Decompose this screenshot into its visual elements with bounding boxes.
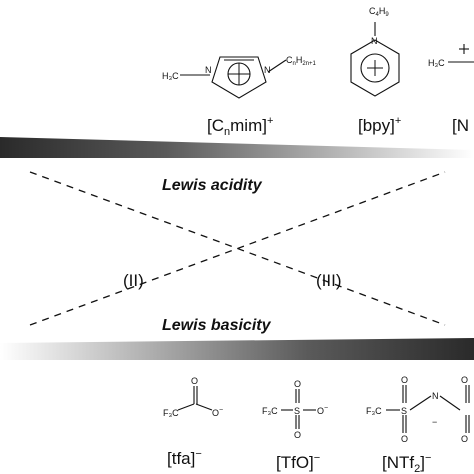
dashed-line-ascending (29, 171, 446, 326)
lewis-basicity-label: Lewis basicity (162, 317, 272, 334)
basicity-gradient-bar (0, 338, 474, 360)
ammonium-structure (448, 44, 474, 63)
tfo-s: S (294, 406, 300, 416)
ntf2-cf3: F₃C (366, 406, 382, 416)
pyridinium-n: N (371, 36, 378, 46)
pyridinium-label: [bpy]+ (358, 115, 401, 135)
ntf2-label: [NTf2]− (382, 452, 431, 474)
tfa-structure (177, 386, 213, 411)
tfa-o-top: O (191, 376, 198, 386)
tfo-structure (281, 389, 316, 429)
tfa-label: [tfa]− (167, 448, 202, 468)
tfo-o-minus: O− (317, 405, 328, 416)
tfo-o-top: O (294, 379, 301, 389)
ammonium-methyl: H₃C (428, 58, 445, 68)
tfa-o-minus: O− (212, 407, 223, 418)
tfo-label: [TfO]− (276, 452, 320, 472)
region-ii-label: (II) (123, 271, 144, 290)
region-iii-label: (III) (316, 271, 342, 290)
imidazolium-chain: CnH2n+1 (286, 55, 317, 67)
tfa-cf3: F₃C (163, 408, 179, 418)
imidazolium-label: [Cnmim]+ (207, 115, 273, 138)
ammonium-label: [N (452, 116, 469, 135)
ntf2-structure (386, 385, 470, 433)
ntf2-n: N (432, 391, 439, 401)
imidazolium-n-right: N (264, 65, 271, 75)
pyridinium-structure (350, 22, 400, 97)
ntf2-o-top-left: O (401, 375, 408, 385)
acidity-gradient-bar (0, 137, 474, 158)
ntf2-o-bottom-right: O (461, 434, 468, 444)
ntf2-o-bottom-left: O (401, 434, 408, 444)
ntf2-o-top-right: O (461, 375, 468, 385)
imidazolium-methyl: H₃C (162, 71, 179, 81)
ntf2-s-left: S (401, 406, 407, 416)
tfo-cf3: F₃C (262, 406, 278, 416)
imidazolium-structure (180, 56, 287, 99)
lewis-acidity-label: Lewis acidity (162, 177, 263, 194)
imidazolium-n-left: N (205, 65, 212, 75)
tfo-o-bottom: O (294, 430, 301, 440)
ntf2-n-charge: − (432, 417, 437, 427)
pyridinium-butyl: C4H9 (369, 6, 389, 18)
